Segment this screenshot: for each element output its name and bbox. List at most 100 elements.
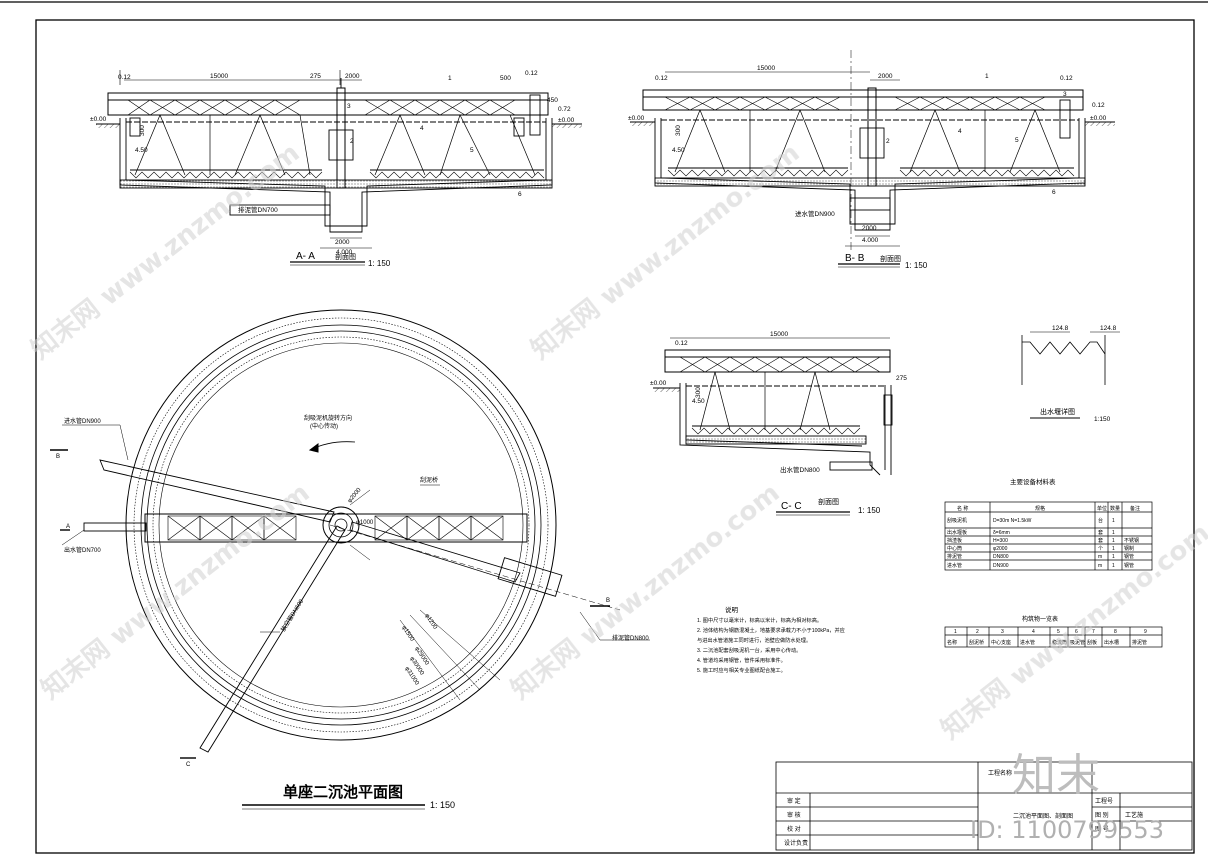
bb-callout-1: 1 [985, 73, 989, 80]
legend-num-6: 6 [1075, 629, 1078, 635]
aa-level-top: 0.12 [118, 74, 131, 81]
cc-scale: 1: 150 [858, 506, 881, 515]
notes-line-1: 1. 图中尺寸以毫米计，标高以米计，标高为相对标高。 [697, 616, 822, 624]
plan-outlet-label: 出水管DN700 [64, 546, 101, 554]
eq-r2-c3: 1 [1112, 538, 1115, 544]
legend-num-9: 9 [1144, 629, 1147, 635]
bb-callout-2: 2 [886, 138, 890, 145]
legend-cell-5: 稳流筒 [1052, 639, 1067, 646]
eq-r5-c4: 钢管 [1124, 562, 1134, 569]
aa-pit-dim: 2000 [335, 239, 350, 246]
eq-r2-c2: 套 [1098, 537, 1103, 544]
legend-num-2: 2 [976, 629, 979, 635]
aa-section-label: A- A [296, 251, 315, 262]
bb-section-label: B- B [845, 253, 865, 264]
tb-r2: 图 别 [1095, 811, 1109, 819]
plan-c1-label: φ2000 [347, 487, 363, 505]
drain-pipe [199, 525, 346, 753]
legend-cell-7: 刮板 [1087, 639, 1097, 646]
legend-num-7: 7 [1092, 629, 1095, 635]
section-bb: 15000 2000 0.12 0.12 ±0.00 ±0.00 0.12 30… [628, 50, 1115, 270]
aa-h3-dim: 450 [547, 97, 558, 104]
plan-c2-label: φ1000 [356, 520, 374, 526]
plan-title: 单座二沉池平面图 [283, 783, 403, 801]
cc-span-dim: 15000 [770, 331, 788, 338]
legend-num-3: 3 [1001, 629, 1004, 635]
eq-header-2: 单位 [1097, 505, 1107, 512]
tb-row-4: 设计负责 [784, 839, 808, 847]
eq-r3-c3: 1 [1112, 546, 1115, 552]
tb-row-1: 审 定 [787, 797, 801, 805]
legend-title: 构筑物一览表 [1022, 615, 1058, 623]
eq-r3-c4: 钢制 [1124, 545, 1134, 552]
cut-marker-b: B [56, 454, 60, 460]
eq-r0-c1: D=30m N=1.5kW [993, 518, 1032, 524]
title-block: 工程名称 二沉池平面图、剖面图 审 定 审 核 校 对 设计负责 工程号 图 别… [775, 761, 1193, 851]
aa-scale: 1: 150 [368, 259, 391, 268]
aa-callout-1: 1 [448, 75, 452, 82]
bb-pit2-dim: 4.000 [862, 237, 879, 244]
eq-r3-c0: 中心筒 [947, 545, 962, 552]
eq-r3-c2: 个 [1098, 546, 1103, 552]
equipment-table: 主要设备材料表 名 称 规格 单位 数量 备注 刮吸泥机 D=30m N=1.5… [944, 477, 1153, 571]
notes-title: 说明 [725, 605, 739, 614]
eq-r2-c4: 不锈钢 [1124, 537, 1139, 544]
tb-r3: 图 号 [1095, 826, 1109, 833]
bb-scale: 1: 150 [905, 261, 928, 270]
bb-h1-dim: 300 [675, 125, 682, 136]
bb-level-right2: 0.12 [1092, 102, 1105, 109]
tb-row-3: 校 对 [787, 825, 801, 833]
eq-header-3: 数量 [1110, 505, 1120, 512]
cut-marker-a: A [66, 524, 70, 530]
plan-d2-label: φ1500 [400, 625, 415, 643]
plan-sludge-label: 排泥管DN800 [612, 634, 649, 642]
eq-r4-c1: DN800 [993, 554, 1009, 560]
plan-bridge-label: 刮泥桥 [420, 476, 438, 484]
legend-cell-2: 刮泥桥 [969, 639, 984, 646]
aa-h1-dim: 300 [139, 125, 146, 136]
notes-line-2: 2. 池体结构为钢筋混凝土，地基要求承载力不小于100kPa，并应 [697, 626, 845, 634]
sludge-pipe [349, 521, 521, 583]
eq-r4-c2: m [1098, 554, 1102, 560]
eq-r0-c0: 刮吸泥机 [947, 517, 967, 524]
center-column [322, 506, 360, 544]
eq-r2-c1: H=300 [993, 538, 1008, 544]
plan-outer-wall [125, 309, 557, 741]
legend-num-1: 1 [954, 629, 957, 635]
aa-level-right2: 0.72 [558, 106, 571, 113]
notes-line-3: 与进出水管道施工同时进行，池壁应做防水处理。 [697, 636, 811, 644]
eq-r5-c1: DN900 [993, 563, 1009, 569]
cc-h1-dim: 300 [695, 387, 702, 398]
cut-marker-b2: B [606, 598, 610, 604]
legend-cell-8: 出水槽 [1104, 639, 1119, 646]
plan-drain-label: 放空管DN600 [279, 597, 306, 633]
aa-callout-2: 2 [350, 138, 354, 145]
eq-r5-c3: 1 [1112, 563, 1115, 569]
eq-r0-c2: 台 [1098, 517, 1103, 524]
bb-callout-6: 6 [1052, 189, 1056, 196]
outlet-pipe [83, 522, 147, 532]
bb-level-top: 0.12 [655, 75, 668, 82]
legend-cell-4: 进水管 [1020, 639, 1035, 646]
weir-title: 出水堰详图 [1040, 407, 1075, 416]
aa-level-right: ±0.00 [558, 117, 575, 124]
tb-project: 工程名称 [988, 769, 1012, 777]
cc-pipe-label: 出水管DN800 [780, 465, 820, 474]
aa-pit2-dim: 4.000 [336, 249, 353, 256]
bb-callout-5: 5 [1015, 137, 1019, 144]
drawing-frame [35, 19, 1195, 854]
aa-section-sub: 剖面图 [335, 252, 356, 261]
legend-cell-1: 名称 [947, 639, 957, 646]
weir-detail: 124.8 124.8 出水堰详图 1:150 [1021, 325, 1120, 423]
cc-d1-dim: 275 [896, 375, 907, 382]
legend-num-4: 4 [1032, 629, 1035, 635]
weir-scale: 1:150 [1094, 416, 1111, 423]
aa-callout-4: 4 [420, 125, 424, 132]
watermark-5: 知末网 www.znzmo.com [36, 478, 316, 706]
plan-rotate-sub: (中心传动) [310, 422, 338, 430]
plan-scale: 1: 150 [430, 800, 455, 810]
cc-level-left: ±0.00 [650, 380, 667, 387]
aa-h2-dim: 4.50 [135, 147, 148, 154]
eq-header-4: 备注 [1130, 505, 1140, 512]
